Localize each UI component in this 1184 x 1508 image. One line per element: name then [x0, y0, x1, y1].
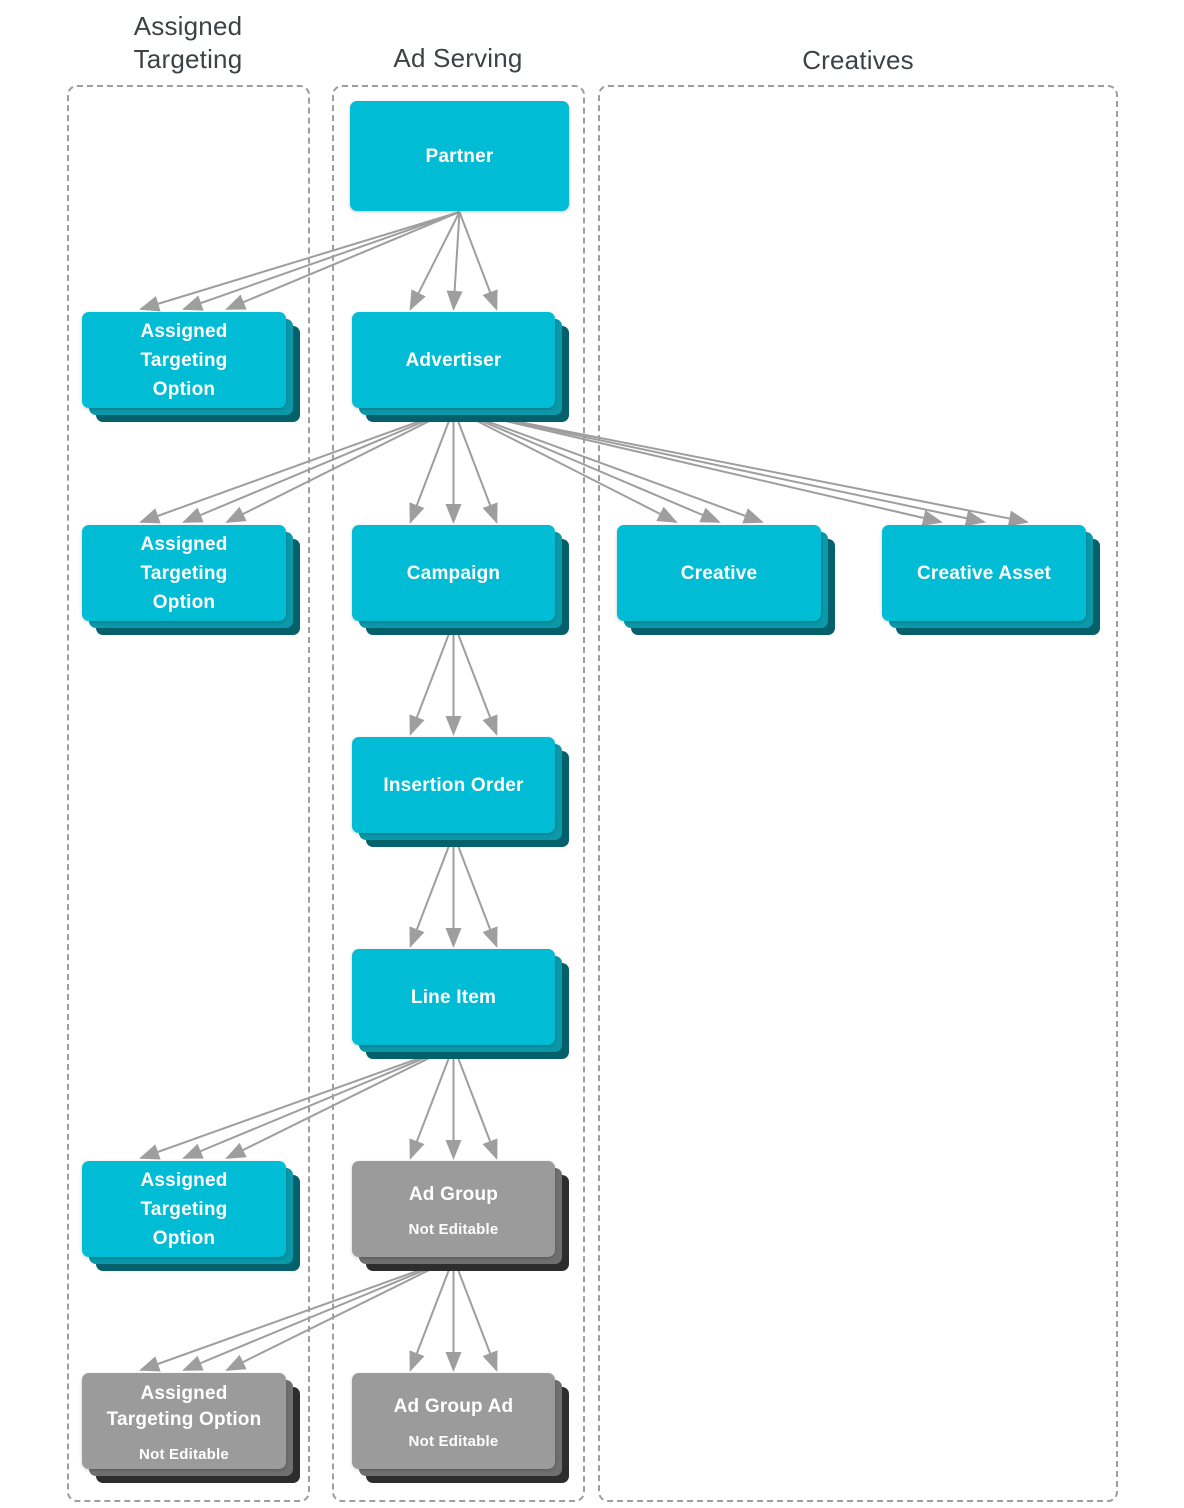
edge-campaign-to-insertion-order: [409, 621, 498, 736]
column-header-creatives: Creatives: [802, 45, 914, 75]
arrow-line: [225, 1257, 454, 1371]
arrow-line: [452, 408, 498, 524]
arrow-line: [453, 408, 943, 526]
arrow-line: [225, 408, 454, 523]
edge-partner-to-ato1: [139, 211, 460, 312]
edge-line-item-to-ad-group: [409, 1045, 498, 1160]
arrow-line: [182, 211, 460, 311]
arrow-line: [409, 408, 455, 524]
arrow-line: [452, 1045, 498, 1160]
arrow-line: [453, 408, 678, 523]
column-header-assigned-targeting: Assigned Targeting: [133, 11, 243, 75]
column-assigned-targeting: [67, 85, 310, 1502]
column-header-ad-serving: Ad Serving: [393, 43, 523, 73]
edge-insertion-order-to-line-item: [409, 833, 498, 948]
arrow-line: [409, 833, 455, 948]
arrow-line: [458, 211, 498, 311]
arrow-line: [409, 211, 461, 311]
arrow-line: [139, 211, 460, 312]
arrow-line: [139, 1257, 454, 1372]
edge-advertiser-to-campaign: [409, 408, 498, 524]
arrow-line: [182, 1045, 454, 1159]
arrow-line: [409, 1257, 455, 1372]
arrow-line: [452, 1257, 498, 1372]
arrow-line: [453, 408, 721, 523]
arrow-line: [409, 1045, 455, 1160]
arrow-line: [139, 1045, 454, 1160]
arrow-line: [453, 408, 1029, 527]
arrow-line: [182, 408, 454, 523]
edge-ad-group-to-ato-not-editable: [139, 1257, 454, 1372]
edge-line-item-to-ato3: [139, 1045, 454, 1160]
edge-advertiser-to-creative-asset: [453, 408, 1029, 527]
arrow-line: [182, 1257, 454, 1371]
edge-advertiser-to-ato2: [139, 408, 454, 524]
arrow-line: [225, 211, 460, 310]
arrow-line: [453, 408, 986, 527]
column-ad-serving: [332, 85, 585, 1502]
arrow-line: [453, 408, 764, 524]
arrow-line: [452, 621, 498, 736]
edge-advertiser-to-creative: [453, 408, 764, 524]
arrow-line: [452, 833, 498, 948]
arrow-line: [446, 211, 463, 311]
arrow-line: [409, 621, 455, 736]
edge-partner-to-advertiser: [409, 211, 498, 311]
edge-ad-group-to-ad-group-ad: [409, 1257, 498, 1372]
arrow-line: [225, 1045, 454, 1159]
column-creatives: [598, 85, 1118, 1502]
arrow-line: [139, 408, 454, 524]
